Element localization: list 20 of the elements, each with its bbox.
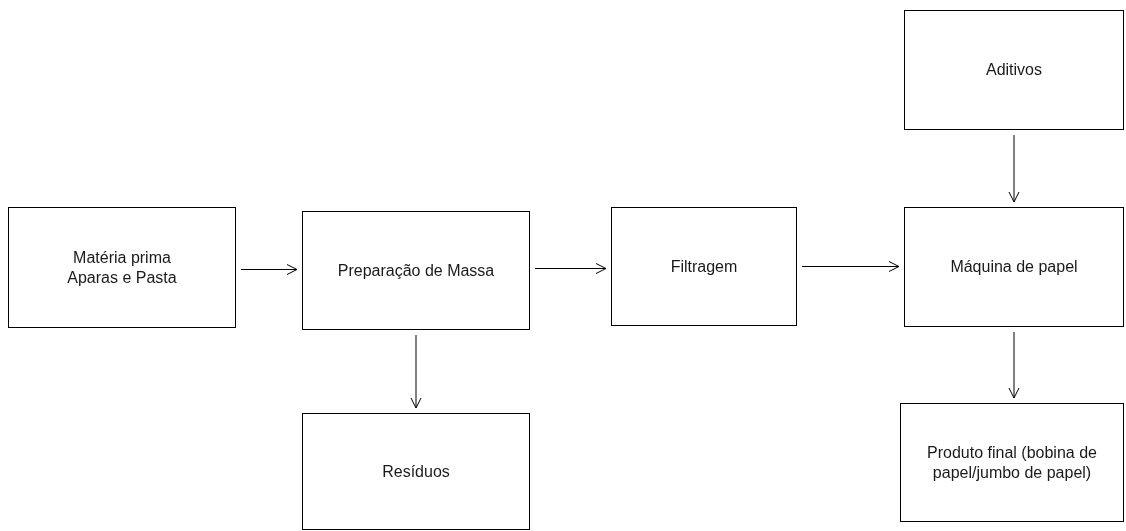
box-label: Matéria prima Aparas e Pasta (66, 247, 178, 288)
process-box (904, 207, 1124, 327)
box-label: Máquina de papel (950, 257, 1078, 277)
process-box (611, 207, 797, 326)
arrow (534, 263, 607, 274)
arrow (1008, 134, 1020, 203)
arrow (801, 261, 900, 272)
box-label: Filtragem (670, 256, 738, 277)
box-label: Produto final (bobina de papel/jumbo de papel) (926, 442, 1098, 483)
process-box (302, 413, 530, 530)
box-label: Preparação de Massa (337, 260, 495, 281)
process-box (900, 403, 1124, 522)
box-label: Resíduos (382, 461, 450, 482)
box-label: Aditivos (986, 60, 1042, 80)
arrow (410, 334, 422, 409)
arrow (240, 264, 298, 275)
process-box (8, 207, 236, 328)
process-box (302, 211, 530, 330)
process-box (904, 10, 1124, 130)
arrow (1008, 331, 1020, 399)
